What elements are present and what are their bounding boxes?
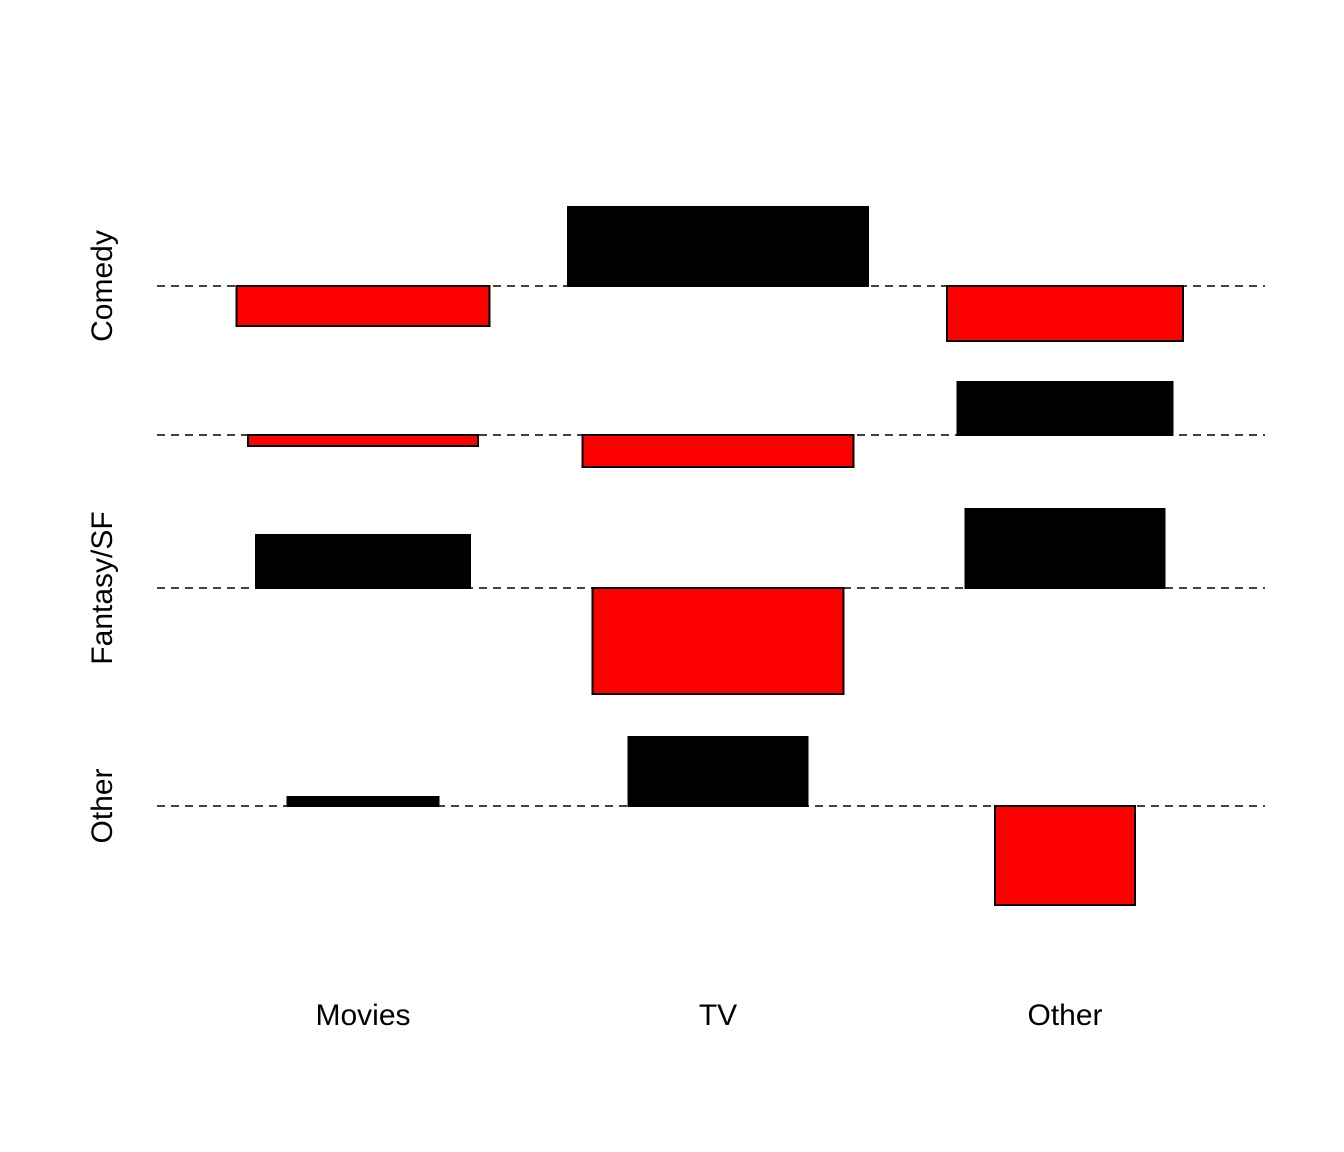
row-label-fantasy-sf: Fantasy/SF bbox=[86, 511, 119, 664]
bar-row0-other bbox=[946, 285, 1184, 342]
bar-row0-movies bbox=[235, 285, 491, 327]
row-label-other: Other bbox=[86, 768, 119, 843]
bar-row3-movies bbox=[286, 796, 440, 807]
bar-row3-other bbox=[994, 805, 1136, 906]
bar-row1-movies bbox=[247, 434, 479, 447]
bar-row2-other bbox=[964, 508, 1166, 589]
bar-row3-tv bbox=[627, 736, 809, 807]
column-label-movies: Movies bbox=[315, 999, 410, 1032]
bar-row1-tv bbox=[581, 434, 855, 468]
bar-row1-other bbox=[956, 381, 1174, 436]
column-label-other: Other bbox=[1027, 999, 1102, 1032]
bar-row2-tv bbox=[591, 587, 845, 695]
row-label-comedy: Comedy bbox=[86, 230, 119, 342]
bar-row0-tv bbox=[567, 206, 869, 287]
column-label-tv: TV bbox=[699, 999, 737, 1032]
bar-row2-movies bbox=[255, 534, 471, 589]
